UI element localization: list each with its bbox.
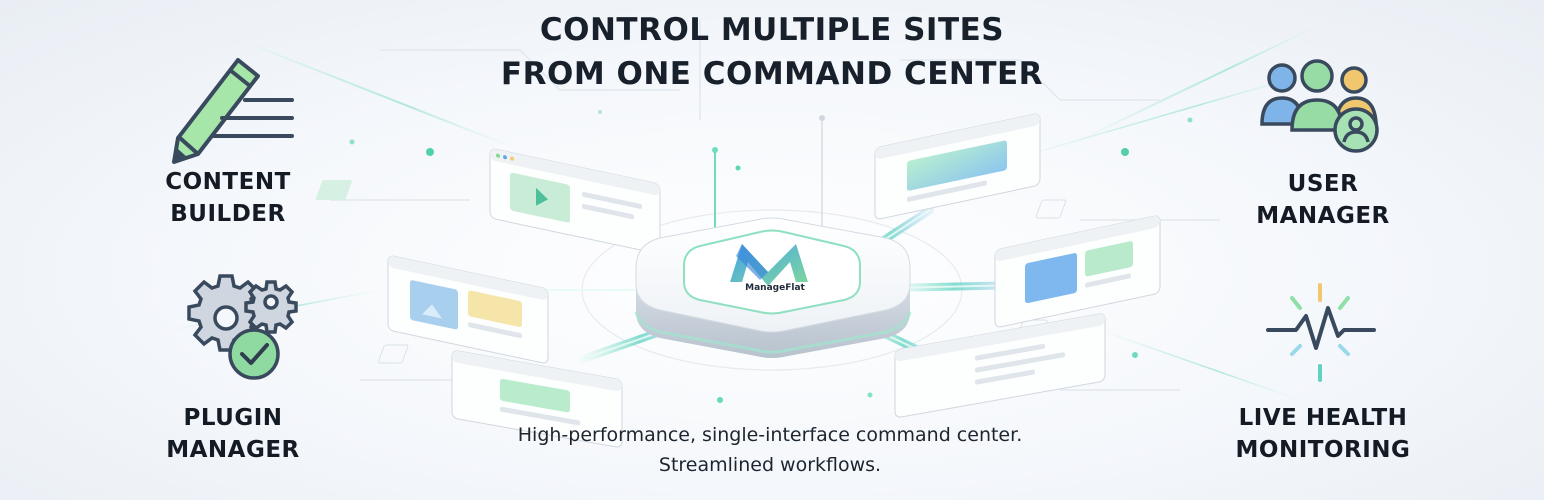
feature-content-builder-line-1: CONTENT: [165, 169, 291, 195]
feature-plugin-manager: PLUGIN MANAGER: [138, 402, 328, 466]
site-card-mid-right: [994, 215, 1161, 328]
feature-user-manager: USER MANAGER: [1228, 168, 1418, 232]
gears-check-icon: [187, 274, 298, 380]
decorative-particles: [315, 110, 1193, 403]
brand-logo-icon: [730, 244, 808, 286]
tagline-line-1: High-performance, single-interface comma…: [517, 424, 1023, 446]
light-streaks: [169, 19, 1331, 401]
tagline: High-performance, single-interface comma…: [440, 420, 1100, 480]
site-card-bottom-left: [451, 350, 623, 448]
site-card-bottom-right: [894, 313, 1106, 418]
feature-live-health-monitoring: LIVE HEALTH MONITORING: [1206, 402, 1440, 466]
feature-plugin-manager-line-1: PLUGIN: [183, 405, 283, 431]
tagline-line-2: Streamlined workflows.: [658, 454, 882, 476]
title-line-2: FROM ONE COMMAND CENTER: [500, 56, 1044, 92]
users-icon: [1260, 59, 1379, 153]
feature-content-builder-line-2: BUILDER: [170, 201, 286, 227]
feature-content-builder: CONTENT BUILDER: [138, 166, 318, 230]
pencil-icon: [172, 58, 294, 164]
hub-brand-name: ManageFlat: [745, 283, 805, 293]
feature-user-manager-line-1: USER: [1287, 171, 1359, 197]
heartbeat-icon: [1266, 283, 1376, 382]
site-card-mid-left: [387, 255, 549, 364]
command-hub: [634, 217, 912, 358]
title-line-1: CONTROL MULTIPLE SITES: [539, 12, 1005, 48]
feature-plugin-manager-line-2: MANAGER: [166, 437, 300, 463]
feature-user-manager-line-2: MANAGER: [1256, 203, 1390, 229]
top-signal-pins: [712, 115, 825, 235]
site-card-top-right: [874, 113, 1041, 220]
site-card-top-left: [489, 148, 661, 254]
feature-live-health-line-2: MONITORING: [1235, 437, 1411, 463]
feature-live-health-line-1: LIVE HEALTH: [1238, 405, 1408, 431]
page-title: CONTROL MULTIPLE SITES FROM ONE COMMAND …: [372, 8, 1172, 96]
